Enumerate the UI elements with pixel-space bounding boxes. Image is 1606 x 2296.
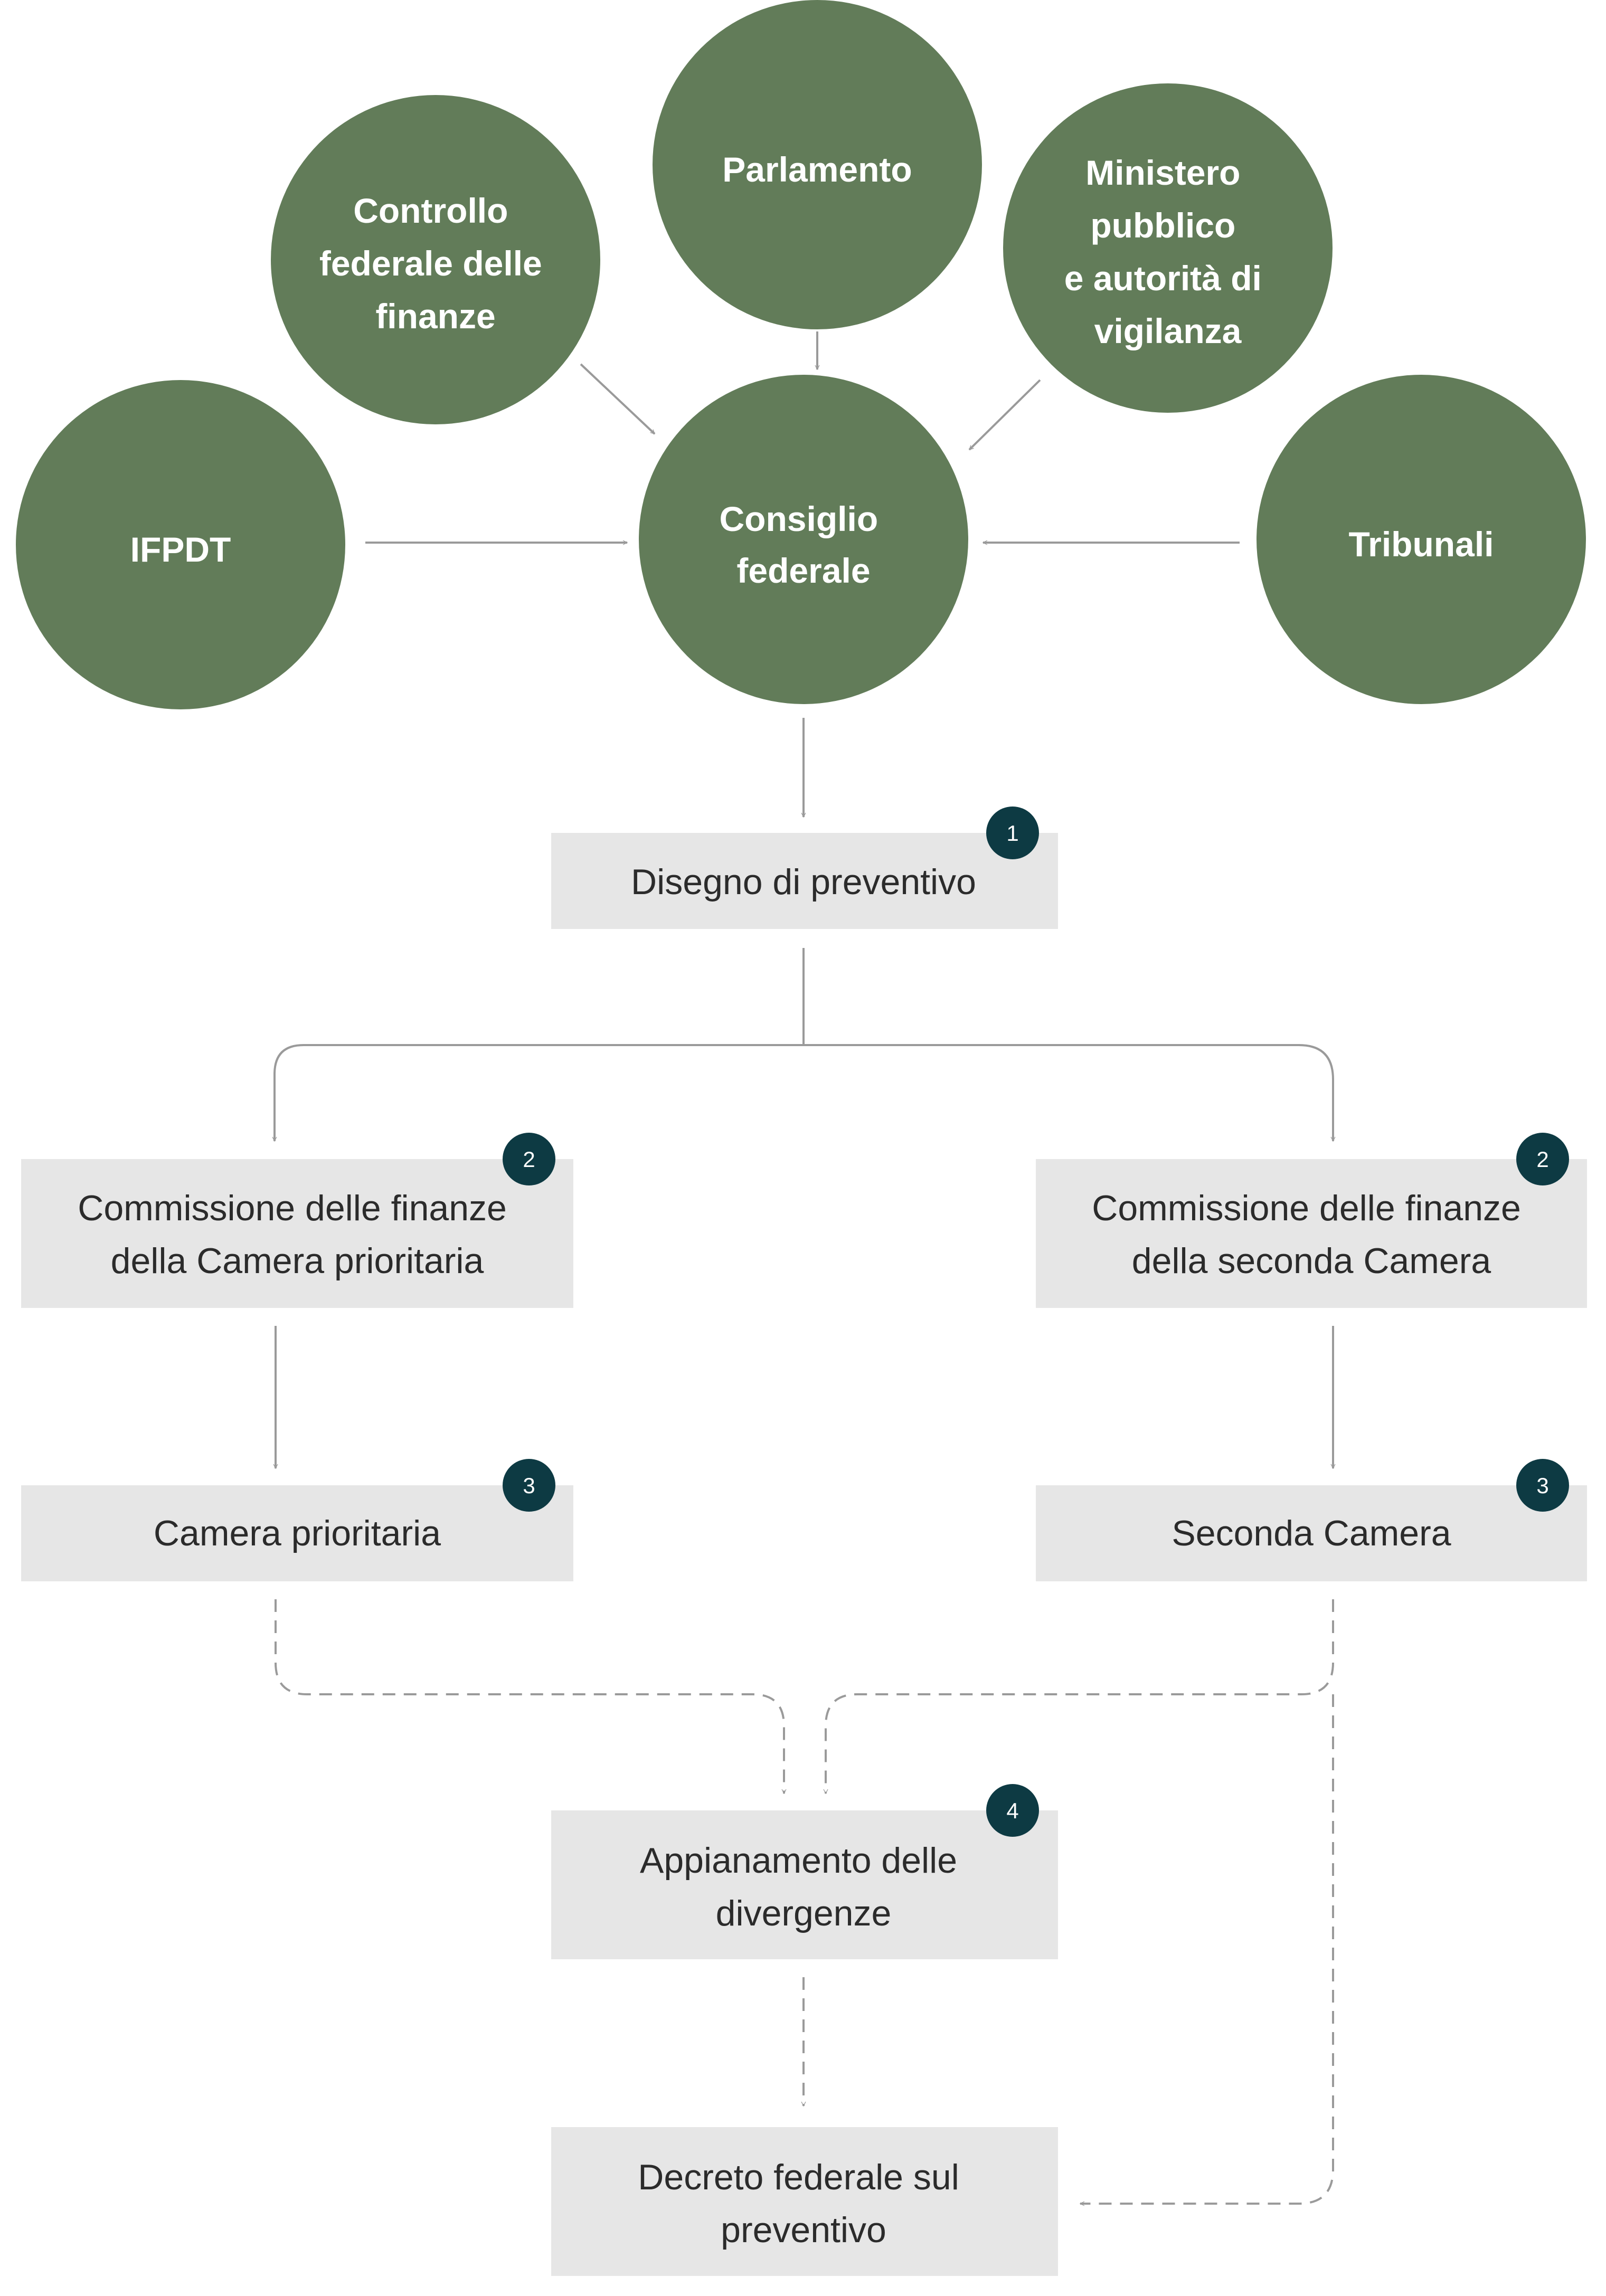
svg-text:Parlamento: Parlamento: [722, 150, 912, 189]
badge-disegno: [986, 807, 1039, 859]
svg-text:Commissione delle finanze: Commissione delle finanze della Camera p…: [78, 1188, 517, 1281]
circle-controllo: [271, 95, 600, 424]
actor-ministero-line3: e autorità di: [1064, 259, 1262, 298]
actor-ifpdt: IFPDT: [16, 380, 345, 709]
step-disegno: Disegno di preventivo 1: [551, 807, 1058, 929]
circle-consiglio: [639, 375, 968, 704]
circle-parlamento: [653, 0, 982, 329]
badge-commissione-seconda: [1516, 1133, 1569, 1185]
svg-text:Decreto federale sul pre: Decreto federale sul preventivo: [638, 2157, 969, 2250]
badge-commissione-prioritaria: [503, 1133, 555, 1185]
svg-text:Consiglio federale: Consiglio federale: [720, 499, 888, 590]
step-commissione-seconda-line1: Commissione delle finanze: [1092, 1188, 1521, 1228]
badge-disegno-number: 1: [1006, 821, 1018, 846]
actor-ministero-line4: vigilanza: [1094, 311, 1242, 350]
badge-appianamento-number: 4: [1006, 1798, 1018, 1823]
branch-disegno-to-commissioni: [304, 948, 1299, 1046]
badge-commissione-prioritaria-number: 2: [523, 1147, 535, 1172]
step-commissione-prioritaria-line1: Commissione delle finanze: [78, 1188, 507, 1228]
circle-tribunali: [1257, 375, 1586, 704]
step-appianamento-line2: divergenze: [716, 1893, 892, 1933]
actor-ministero: Ministero pubblico e autorità di vigilan…: [1003, 83, 1333, 413]
arrow-to-commissione-prioritaria: [275, 1044, 304, 1141]
connectors: [275, 331, 1333, 2204]
box-seconda-camera: [1036, 1485, 1587, 1581]
actor-tribunali-label: Tribunali: [1348, 525, 1494, 564]
actor-ministero-line1: Ministero: [1085, 153, 1240, 192]
dashed-seconda-camera-to-decreto: [1080, 1694, 1334, 2204]
box-camera-prioritaria: [21, 1485, 573, 1581]
actor-ifpdt-label: IFPDT: [130, 530, 231, 569]
svg-text:Controllo federale delle: Controllo federale delle finanze: [319, 191, 552, 336]
actor-controllo: Controllo federale delle finanze: [271, 95, 600, 424]
badge-camera-prioritaria-number: 3: [523, 1473, 535, 1498]
actor-tribunali: Tribunali: [1257, 375, 1586, 704]
step-camera-prioritaria: Camera prioritaria 3: [21, 1459, 573, 1581]
step-commissione-prioritaria-line2: della Camera prioritaria: [111, 1241, 484, 1281]
svg-text:Camera prioritaria: Camera prioritaria: [154, 1513, 441, 1553]
step-appianamento-line1: Appianamento delle: [640, 1840, 957, 1881]
box-commissione-prioritaria: [21, 1159, 573, 1308]
box-appianamento: [551, 1810, 1058, 1959]
arrow-ministero-to-consiglio: [968, 379, 1041, 451]
actor-consiglio-line2: federale: [736, 551, 870, 590]
actor-consiglio: Consiglio federale: [639, 375, 968, 704]
actor-ministero-line2: pubblico: [1090, 206, 1235, 245]
dashed-camera-prioritaria-to-appianamento: [275, 1599, 784, 1794]
box-decreto: [551, 2127, 1058, 2276]
arrow-to-commissione-seconda: [1298, 1044, 1333, 1141]
step-commissione-seconda: Commissione delle finanze della seconda …: [1036, 1133, 1587, 1308]
svg-text:Commissione delle finanze: Commissione delle finanze della seconda …: [1092, 1188, 1531, 1281]
dashed-seconda-camera-to-appianamento: [826, 1599, 1334, 1794]
badge-camera-prioritaria: [503, 1459, 555, 1512]
actor-controllo-line1: Controllo: [353, 191, 508, 230]
step-seconda-camera: Seconda Camera 3: [1036, 1459, 1587, 1581]
svg-text:IFPDT: IFPDT: [130, 530, 231, 569]
circle-ifpdt: [16, 380, 345, 709]
step-decreto-line2: preventivo: [721, 2210, 886, 2250]
svg-text:Tribunali: Tribunali: [1348, 525, 1494, 564]
box-disegno: [551, 833, 1058, 929]
svg-text:Seconda Camera: Seconda Camera: [1172, 1513, 1451, 1553]
actor-parlamento-label: Parlamento: [722, 150, 912, 189]
step-disegno-line1: Disegno di preventivo: [631, 862, 976, 902]
step-decreto-line1: Decreto federale sul: [638, 2157, 959, 2197]
step-commissione-prioritaria: Commissione delle finanze della Camera p…: [21, 1133, 573, 1308]
badge-seconda-camera-number: 3: [1536, 1473, 1548, 1498]
step-decreto: Decreto federale sul preventivo: [551, 2127, 1058, 2276]
svg-text:Disegno di preventivo: Disegno di preventivo: [631, 862, 976, 902]
box-commissione-seconda: [1036, 1159, 1587, 1308]
step-commissione-seconda-line2: della seconda Camera: [1132, 1241, 1491, 1281]
svg-text:Appianamento delle diver: Appianamento delle divergenze: [640, 1840, 967, 1933]
step-appianamento: Appianamento delle divergenze 4: [551, 1784, 1058, 1959]
arrow-controllo-to-consiglio: [580, 363, 656, 435]
circle-ministero: [1003, 83, 1333, 413]
step-seconda-camera-line1: Seconda Camera: [1172, 1513, 1451, 1553]
actor-controllo-line2: federale delle: [319, 244, 542, 283]
badge-commissione-seconda-number: 2: [1536, 1147, 1548, 1172]
actor-parlamento: Parlamento: [653, 0, 982, 329]
step-camera-prioritaria-line1: Camera prioritaria: [154, 1513, 441, 1553]
badge-appianamento: [986, 1784, 1039, 1837]
actor-consiglio-line1: Consiglio: [720, 499, 878, 538]
actor-controllo-line3: finanze: [375, 297, 495, 336]
svg-text:Ministero pubblico: Ministero pubblico e autorità di vigilan…: [1064, 153, 1271, 350]
badge-seconda-camera: [1516, 1459, 1569, 1512]
